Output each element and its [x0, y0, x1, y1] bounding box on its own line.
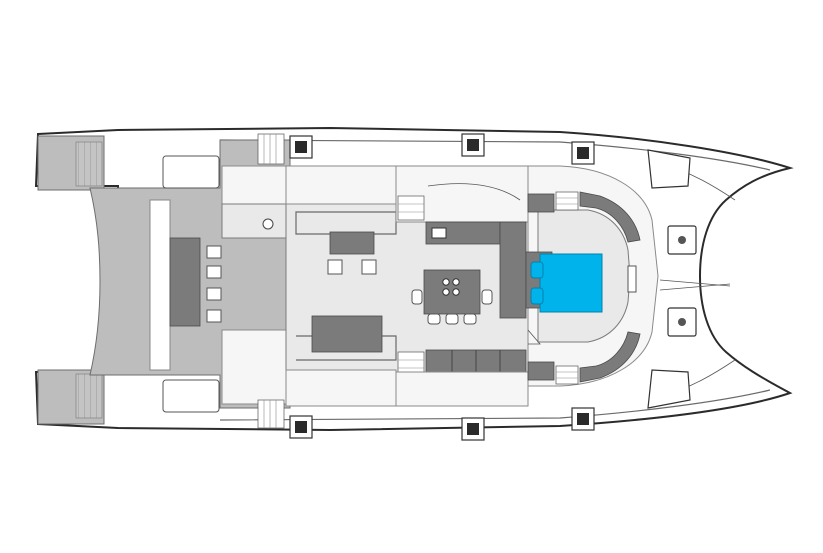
side-passage-bottom — [221, 329, 287, 405]
forward-shelf-top — [579, 191, 641, 243]
saloon-side-top — [285, 165, 397, 205]
forward-shelf-bottom — [579, 331, 641, 383]
side-steps-top — [257, 133, 285, 165]
bow-crossbeam — [659, 279, 731, 291]
forward-locker — [627, 265, 637, 293]
forward-bench-top — [527, 193, 555, 213]
dining-chairs — [411, 289, 493, 325]
dining-cooktop-icon — [442, 278, 460, 296]
dining-table — [423, 269, 481, 315]
galley-sink — [431, 227, 447, 239]
forward-steps-bottom — [555, 365, 579, 385]
aft-table — [169, 237, 201, 327]
saloon-steps-top — [397, 195, 425, 221]
saloon-coffee-table — [329, 231, 375, 255]
saloon-pouf-right — [361, 259, 377, 275]
deck-hatches — [289, 133, 595, 441]
forward-bench-bottom — [527, 361, 555, 381]
aft-swim-step-starboard — [37, 369, 105, 425]
lower-cabinet-dividers — [451, 350, 501, 372]
lower-room — [395, 371, 529, 407]
side-steps-bottom — [257, 399, 285, 429]
aft-stools — [206, 245, 222, 323]
saloon-side-bottom — [285, 369, 397, 407]
aft-lounge-pad — [149, 199, 171, 371]
forward-steps-top — [555, 191, 579, 211]
saloon-sofa — [311, 315, 383, 353]
galley-curved-wall — [427, 183, 521, 201]
sink-counter — [221, 203, 287, 239]
sink-icon — [262, 218, 274, 230]
saloon-pouf-left — [327, 259, 343, 275]
cockpit-cushions — [162, 155, 220, 413]
side-passage-top — [221, 165, 287, 205]
forward-lockers — [647, 149, 697, 409]
bed — [539, 253, 603, 313]
bed-pillow-top — [530, 261, 544, 279]
aft-swim-step-port — [37, 135, 105, 191]
cabin-door-swing — [527, 329, 541, 345]
galley-counter-side — [499, 221, 527, 319]
bed-pillow-bottom — [530, 287, 544, 305]
